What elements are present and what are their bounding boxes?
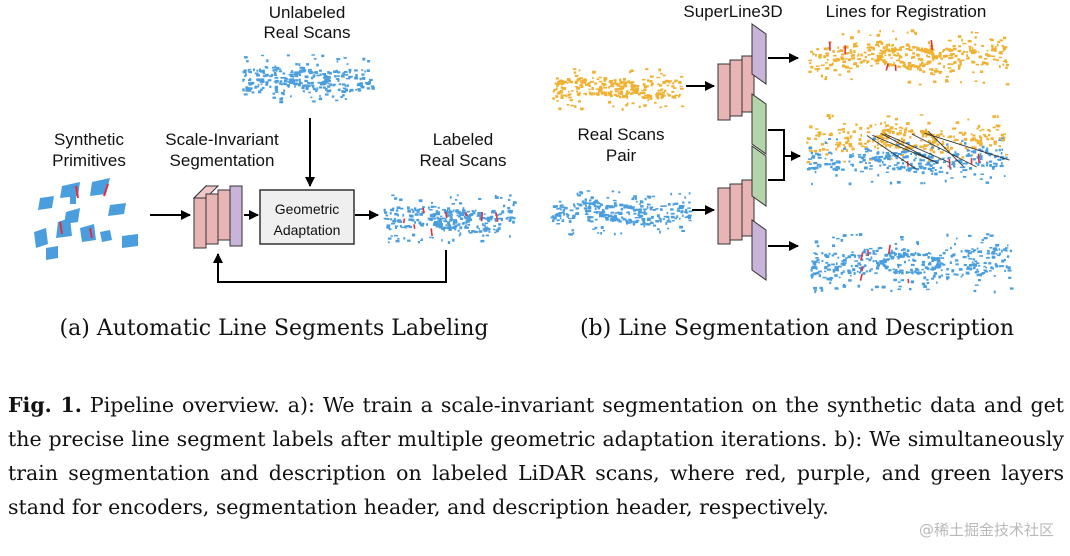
caption-text: Pipeline overview. a): We train a scale-… bbox=[8, 393, 1064, 519]
bracket-bottom bbox=[768, 156, 785, 181]
watermark: @稀土掘金技术社区 bbox=[918, 521, 1054, 539]
labeled-scan-cloud bbox=[383, 194, 517, 244]
source-scan-orange bbox=[552, 68, 685, 111]
target-scan-blue bbox=[550, 190, 693, 236]
labeled-label-line2: Real Scans bbox=[420, 151, 507, 170]
superline3d-label: SuperLine3D bbox=[683, 2, 782, 21]
registration-orange bbox=[808, 29, 1010, 86]
network-b-bottom bbox=[717, 145, 767, 281]
network-a bbox=[192, 184, 243, 250]
synthetic-primitives bbox=[34, 178, 138, 260]
segmentation-label-line1: Scale-Invariant bbox=[165, 130, 279, 149]
network-b-top bbox=[717, 23, 767, 155]
subcaption-b: (b) Line Segmentation and Description bbox=[580, 316, 1014, 341]
unlabeled-label-line1: Unlabeled bbox=[269, 3, 346, 22]
lines-for-registration-label: Lines for Registration bbox=[826, 2, 987, 21]
geometric-label-line2: Adaptation bbox=[274, 222, 341, 238]
unlabeled-scan-cloud bbox=[242, 54, 375, 104]
feedback-loop-arrow bbox=[213, 250, 447, 283]
geometric-label-line1: Geometric bbox=[275, 201, 340, 217]
pair-label-line1: Real Scans bbox=[578, 125, 665, 144]
bracket-top bbox=[768, 129, 785, 156]
synthetic-label-line1: Synthetic bbox=[54, 130, 124, 149]
labeled-label-line1: Labeled bbox=[433, 130, 494, 149]
subcaption-a: (a) Automatic Line Segments Labeling bbox=[60, 316, 489, 341]
segmentation-label-line2: Segmentation bbox=[170, 151, 275, 170]
figure-caption: Fig. 1. Pipeline overview. a): We train … bbox=[8, 388, 1064, 524]
registration-merged-blue bbox=[806, 131, 1010, 186]
geometric-adaptation-box bbox=[259, 189, 355, 245]
pair-label-line2: Pair bbox=[606, 146, 637, 165]
caption-label: Fig. 1. bbox=[8, 393, 82, 417]
synthetic-label-line2: Primitives bbox=[52, 151, 126, 170]
registration-blue bbox=[810, 233, 1014, 294]
unlabeled-label-line2: Real Scans bbox=[264, 23, 351, 42]
